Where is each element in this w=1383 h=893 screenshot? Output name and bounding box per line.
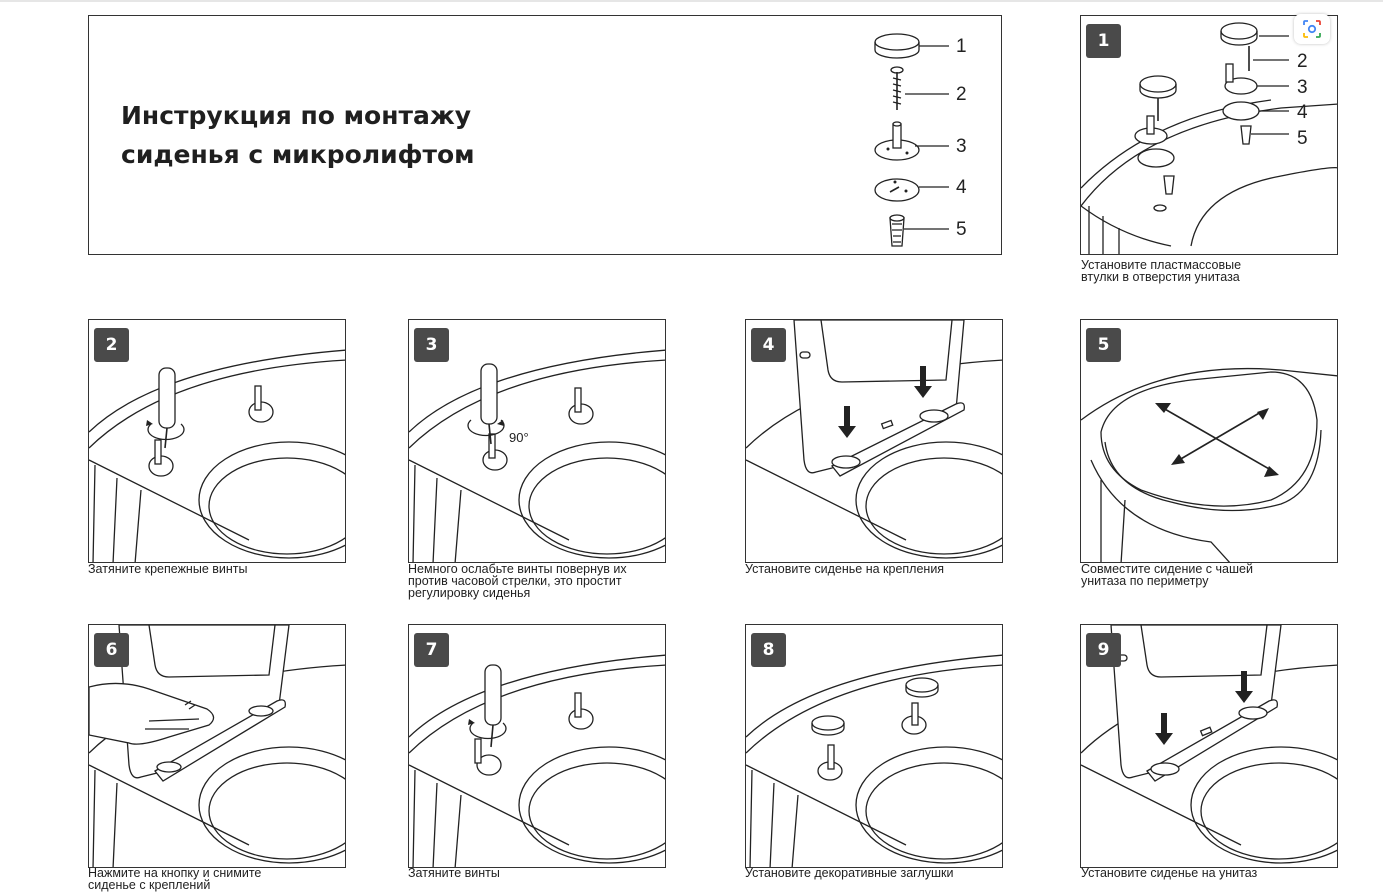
step-7-badge: 7 [414, 633, 449, 667]
step-3-caption-line-2: против часовой стрелки, это простит [408, 574, 622, 588]
part-washer: 4 [874, 177, 967, 202]
step-7-illustration [409, 654, 665, 867]
part-hinge-plate: 3 [874, 121, 967, 161]
step-4-caption: Установите сиденье на крепления [745, 562, 1015, 576]
step-3-illustration: 90° [409, 349, 665, 562]
step-5-badge: 5 [1086, 328, 1121, 362]
step-3-badge: 3 [414, 328, 449, 362]
step-5-illustration [1081, 367, 1337, 562]
step-6-panel: 6 [88, 624, 346, 868]
step-8-badge: 8 [751, 633, 786, 667]
step-5-panel: 5 [1080, 319, 1338, 563]
step-7-panel: 7 [408, 624, 666, 868]
panel1-label-4: 4 [1297, 102, 1308, 123]
step-6-illustration [89, 625, 345, 867]
step-2-caption: Затяните крепежные винты [88, 562, 358, 576]
step-5-caption-line-2: унитаза по периметру [1081, 574, 1209, 588]
align-arrows-icon [1155, 403, 1279, 477]
part-screw: 2 [890, 66, 967, 110]
step-6-caption: Нажмите на кнопку и снимите сиденье с кр… [88, 866, 358, 892]
part-label-1: 1 [956, 36, 967, 57]
step-2-badge: 2 [94, 328, 129, 362]
step-2-panel: 2 [88, 319, 346, 563]
step-9-caption-line-1: Установите сиденье на унитаз [1081, 866, 1258, 880]
step-4-illustration [746, 320, 1002, 559]
part-cap: 1 [874, 33, 967, 59]
step-1-caption: Установите пластмассовые втулки в отверс… [1081, 258, 1351, 284]
step-7-caption-line-1: Затяните винты [408, 866, 500, 880]
part-label-2: 2 [956, 84, 967, 105]
step-4-panel: 4 [745, 319, 1003, 563]
step-9-illustration [1081, 625, 1337, 864]
step-1-caption-line-1: Установите пластмассовые [1081, 258, 1242, 272]
step-8-caption: Установите декоративные заглушки [745, 866, 1015, 880]
image-search-button[interactable] [1294, 14, 1330, 44]
panel1-label-3: 3 [1297, 77, 1308, 98]
step-6-caption-line-1: Нажмите на кнопку и снимите [88, 866, 262, 880]
page-title: Инструкция по монтажу сиденья с микролиф… [121, 96, 475, 174]
step-1-panel: 1 2 3 4 5 1 [1080, 15, 1338, 255]
step-5-caption: Совместите сидение с чашей унитаза по пе… [1081, 562, 1351, 588]
step-3-caption-line-1: Немного ослабьте винты повернув их [408, 562, 627, 576]
title-line-1: Инструкция по монтажу [121, 101, 472, 130]
part-label-4: 4 [956, 177, 967, 198]
header-box: Инструкция по монтажу сиденья с микролиф… [88, 15, 1002, 255]
step-1-caption-line-2: втулки в отверстия унитаза [1081, 270, 1240, 284]
title-line-2: сиденья с микролифтом [121, 140, 475, 169]
step-3-caption-line-3: регулировку сиденья [408, 586, 531, 600]
step-3-angle-label: 90° [509, 430, 529, 445]
step-7-caption: Затяните винты [408, 866, 678, 880]
part-label-3: 3 [956, 136, 967, 157]
part-dowel: 5 [889, 214, 967, 247]
parts-diagram: 1 2 3 4 [874, 33, 967, 247]
step-1-badge: 1 [1086, 24, 1121, 58]
step-5-caption-line-1: Совместите сидение с чашей [1081, 562, 1253, 576]
step-9-panel: 9 [1080, 624, 1338, 868]
step-2-caption-line-1: Затяните крепежные винты [88, 562, 248, 576]
step-6-badge: 6 [94, 633, 129, 667]
part-label-5: 5 [956, 219, 967, 240]
step-6-caption-line-2: сиденье с креплений [88, 878, 211, 892]
step-3-panel: 90° 3 [408, 319, 666, 563]
step-4-badge: 4 [751, 328, 786, 362]
panel1-label-5: 5 [1297, 128, 1308, 149]
step-8-panel: 8 [745, 624, 1003, 868]
step-9-caption: Установите сиденье на унитаз [1081, 866, 1351, 880]
step-2-illustration [89, 349, 345, 562]
step-8-illustration [746, 654, 1002, 867]
step-8-caption-line-1: Установите декоративные заглушки [745, 866, 954, 880]
step-1-illustration: 1 2 3 4 5 [1081, 22, 1337, 254]
step-9-badge: 9 [1086, 633, 1121, 667]
image-search-icon [1303, 20, 1321, 38]
step-3-caption: Немного ослабьте винты повернув их проти… [408, 562, 678, 600]
top-divider [0, 0, 1383, 2]
step-4-caption-line-1: Установите сиденье на крепления [745, 562, 945, 576]
panel1-label-2: 2 [1297, 51, 1308, 72]
